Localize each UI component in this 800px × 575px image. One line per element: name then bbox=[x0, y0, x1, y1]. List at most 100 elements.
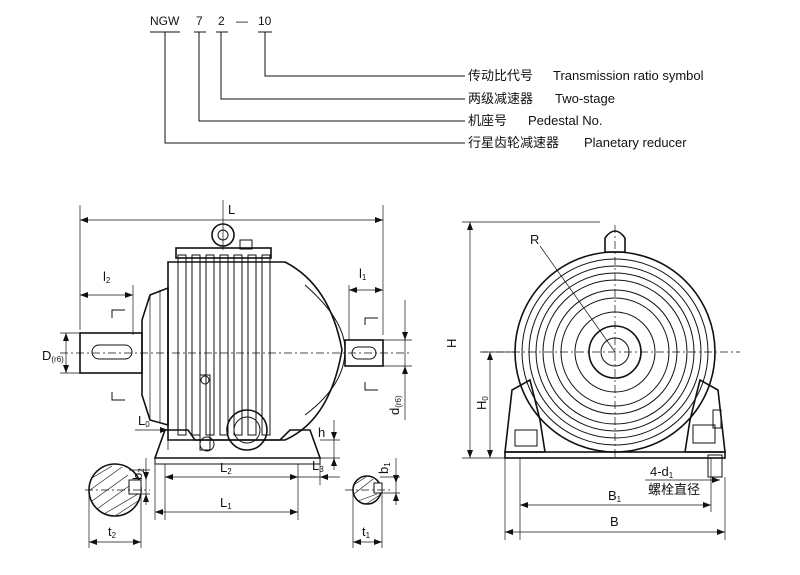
section-output-key bbox=[373, 482, 383, 494]
dim-L3: L3 bbox=[312, 458, 324, 474]
legend-pedestal-en: Pedestal No. bbox=[528, 113, 602, 128]
dim-L1: L1 bbox=[220, 495, 232, 511]
arrow bbox=[143, 494, 149, 502]
arrow bbox=[717, 529, 725, 535]
dim-l2: l2 bbox=[103, 269, 111, 285]
fin bbox=[247, 254, 257, 436]
arrow bbox=[505, 529, 513, 535]
arrow bbox=[331, 432, 337, 440]
arrow bbox=[402, 366, 408, 374]
arrow bbox=[467, 222, 473, 230]
hatching bbox=[353, 476, 381, 505]
arrow bbox=[165, 474, 173, 480]
vent-plug bbox=[239, 239, 253, 250]
left-end-cover bbox=[141, 286, 169, 427]
arrow bbox=[290, 474, 298, 480]
arrow bbox=[133, 539, 141, 545]
legend-planetary-en: Planetary reducer bbox=[584, 135, 687, 150]
arrow bbox=[320, 474, 328, 480]
legend-stage-en: Two-stage bbox=[555, 91, 615, 106]
arrow bbox=[467, 450, 473, 458]
dim-d: d(r6) bbox=[387, 395, 403, 415]
right-foot-boss bbox=[692, 424, 716, 444]
dim-H0: H0 bbox=[474, 396, 490, 410]
bolt-lower bbox=[707, 454, 723, 478]
bolt-label-cn: 螺栓直径 bbox=[648, 482, 700, 497]
arrow bbox=[63, 333, 69, 341]
drain-boss bbox=[226, 409, 268, 451]
legend-stage-cn: 两级减速器 bbox=[468, 91, 533, 106]
section-mark bbox=[111, 392, 125, 401]
dim-h: h bbox=[318, 425, 325, 440]
radius-leader bbox=[539, 245, 616, 353]
legend-pedestal-cn: 机座号 bbox=[468, 113, 507, 128]
arrow bbox=[393, 493, 399, 501]
section-mark bbox=[111, 309, 125, 318]
housing-body bbox=[167, 261, 343, 441]
left-foot-boss bbox=[514, 429, 538, 447]
arrow bbox=[487, 352, 493, 360]
arrow bbox=[331, 458, 337, 466]
bolt-top bbox=[712, 409, 722, 429]
dim-b2: b2 bbox=[130, 468, 146, 480]
shaft-section-input: b2 t2 bbox=[85, 458, 150, 548]
leader-pedestal bbox=[198, 32, 465, 122]
arrow bbox=[349, 287, 357, 293]
arrow bbox=[703, 502, 711, 508]
model-dash: — bbox=[236, 14, 248, 28]
model-digit-1: 7 bbox=[196, 14, 203, 28]
dim-L: L bbox=[228, 202, 235, 217]
arrow bbox=[80, 292, 88, 298]
arrow bbox=[375, 287, 383, 293]
dim-b1: b1 bbox=[376, 462, 392, 474]
model-suffix: 10 bbox=[258, 14, 272, 28]
arrow bbox=[375, 217, 383, 223]
gauge-bottom bbox=[199, 436, 215, 452]
dim-B1: B1 bbox=[608, 488, 622, 504]
leader-stage bbox=[220, 32, 465, 100]
oil-gauge bbox=[199, 374, 211, 451]
drain-boss-inner bbox=[233, 416, 261, 444]
arrow bbox=[402, 332, 408, 340]
model-prefix: NGW bbox=[150, 14, 180, 28]
arrow bbox=[125, 292, 133, 298]
right-foot bbox=[684, 378, 726, 453]
shaft-section-output: b1 t1 bbox=[345, 458, 400, 548]
input-keyway bbox=[91, 344, 133, 360]
section-input-key bbox=[128, 479, 142, 495]
arrow bbox=[80, 217, 88, 223]
arrow bbox=[143, 472, 149, 480]
arrow bbox=[160, 427, 168, 433]
gauge-top bbox=[200, 375, 210, 385]
dim-L0: L0 bbox=[138, 413, 150, 429]
legend-ratio-en: Transmission ratio symbol bbox=[553, 68, 704, 83]
dim-R: R bbox=[530, 232, 539, 247]
bolt-label: 4-d1 bbox=[650, 464, 674, 480]
arrow bbox=[712, 477, 720, 483]
arrow bbox=[520, 502, 528, 508]
dim-l1: l1 bbox=[359, 266, 367, 282]
section-mark bbox=[364, 317, 378, 325]
top-plate bbox=[175, 247, 272, 259]
cooling-fins bbox=[177, 254, 271, 436]
arrow bbox=[290, 509, 298, 515]
left-foot bbox=[504, 378, 546, 453]
arrow bbox=[89, 539, 97, 545]
fin bbox=[177, 254, 187, 436]
arrow bbox=[487, 450, 493, 458]
dim-t2: t2 bbox=[108, 524, 117, 540]
leader-planetary bbox=[164, 32, 465, 144]
model-code: NGW 7 2 — 10 bbox=[150, 14, 465, 144]
fin bbox=[261, 254, 271, 436]
fin bbox=[219, 254, 229, 436]
arrow bbox=[63, 365, 69, 373]
legend-ratio-cn: 传动比代号 bbox=[468, 68, 533, 83]
right-end-housing bbox=[304, 284, 346, 416]
arrow bbox=[393, 475, 399, 483]
side-view: R H H0 4-d1 螺栓直径 B1 bbox=[444, 221, 740, 540]
dim-D: D(r6) bbox=[42, 348, 64, 364]
section-mark bbox=[364, 382, 378, 391]
fin bbox=[191, 254, 201, 436]
arrow bbox=[374, 539, 382, 545]
